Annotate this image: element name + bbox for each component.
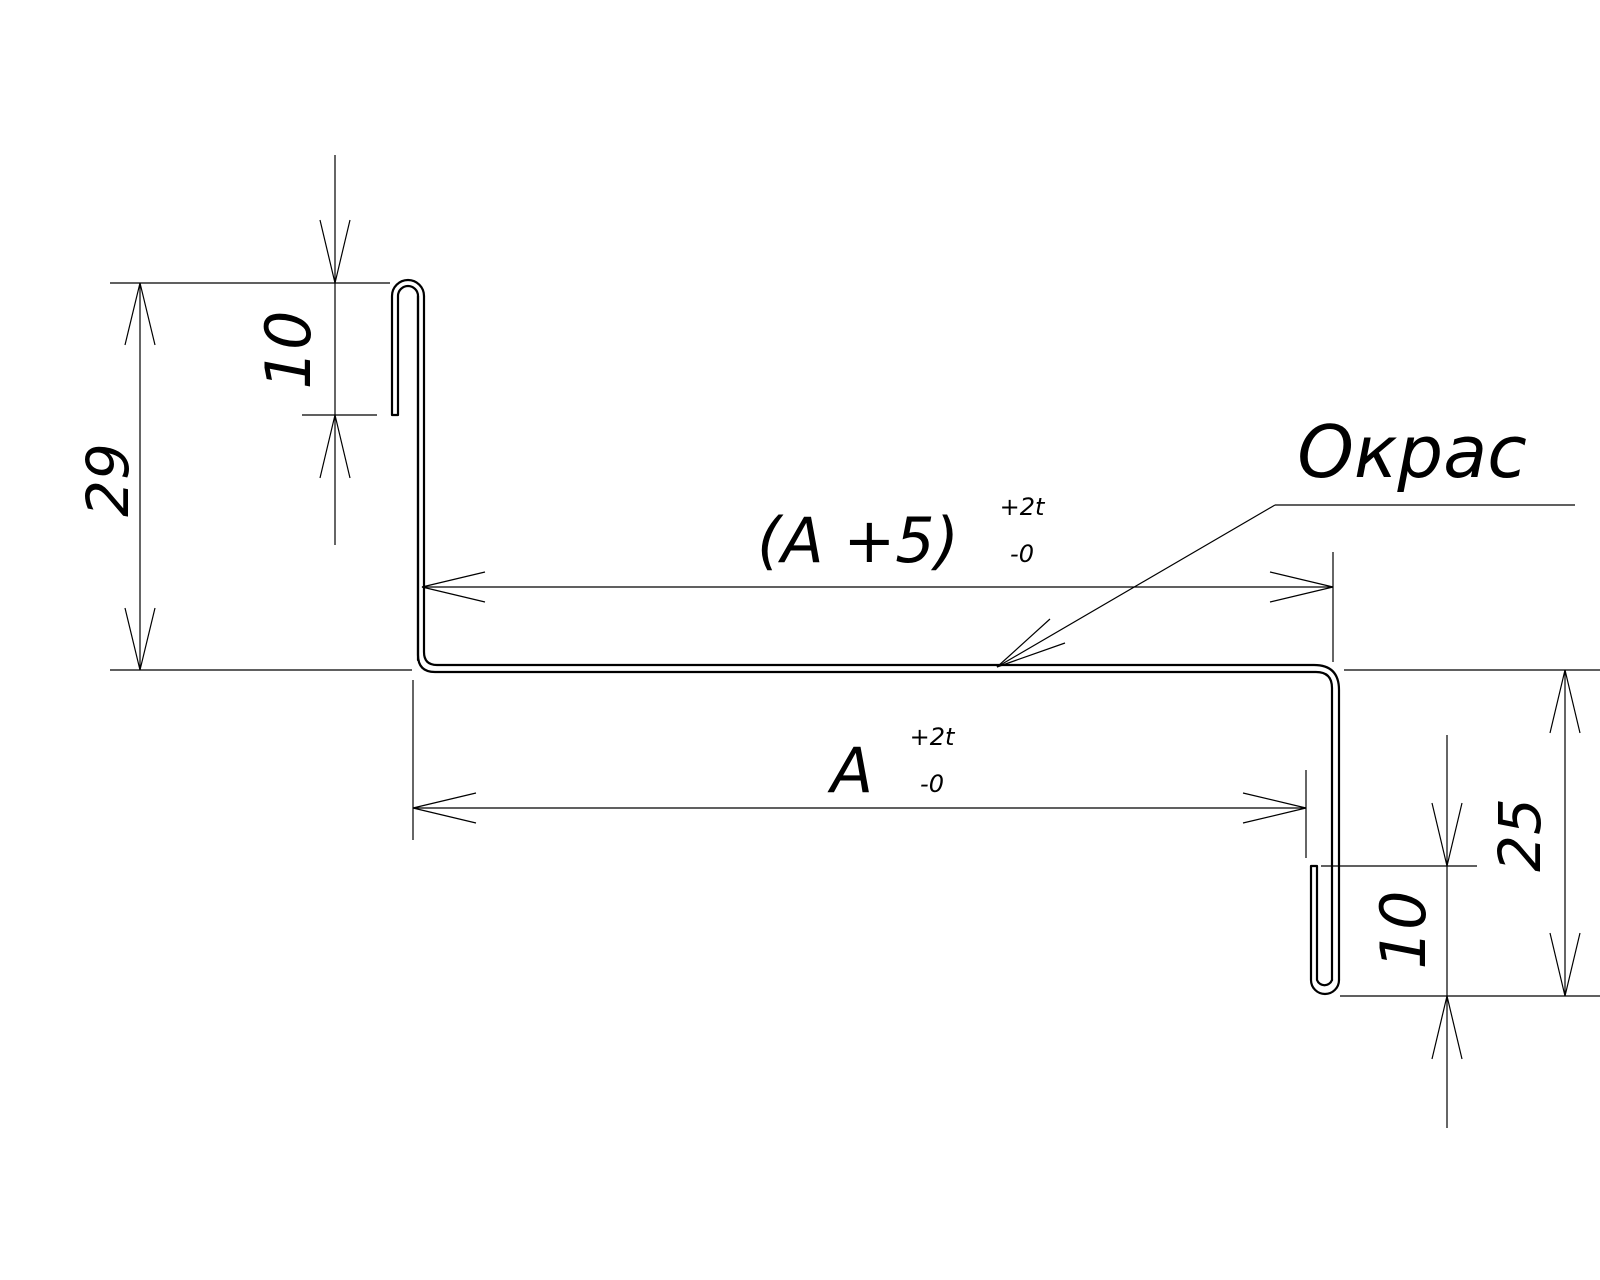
dim-top-width-label: (A +5)	[757, 504, 959, 577]
main-body-inner	[422, 294, 1341, 982]
main-body	[416, 294, 1334, 982]
dim-top-width: (A +5) +2t -0	[421, 493, 1334, 603]
dim-bottom-width-tol-minus: -0	[920, 770, 944, 798]
dim-right-total-label: 25	[1486, 798, 1554, 872]
dim-top-width-tol-minus: -0	[1010, 540, 1034, 568]
dim-right-hem: 10	[1367, 735, 1463, 1128]
paint-callout: Окрас	[996, 410, 1575, 668]
dim-right-total: 25	[1486, 669, 1581, 997]
right-hem	[1309, 864, 1341, 996]
left-hem	[390, 278, 426, 662]
dim-bottom-width: A +2t -0	[412, 723, 1307, 824]
dim-right-hem-label: 10	[1367, 891, 1440, 970]
paint-callout-label: Окрас	[1297, 410, 1527, 494]
dim-top-width-tol-plus: +2t	[1000, 493, 1046, 521]
dim-left-total: 29	[74, 282, 156, 671]
dim-bottom-width-tol-plus: +2t	[910, 723, 956, 751]
dim-left-total-label: 29	[74, 443, 142, 517]
dim-left-hem-label: 10	[252, 311, 325, 390]
extension-lines	[110, 282, 1600, 997]
sheet-profile	[390, 278, 1341, 996]
dim-left-hem: 10	[252, 155, 351, 545]
dim-bottom-width-label: A	[827, 734, 873, 807]
